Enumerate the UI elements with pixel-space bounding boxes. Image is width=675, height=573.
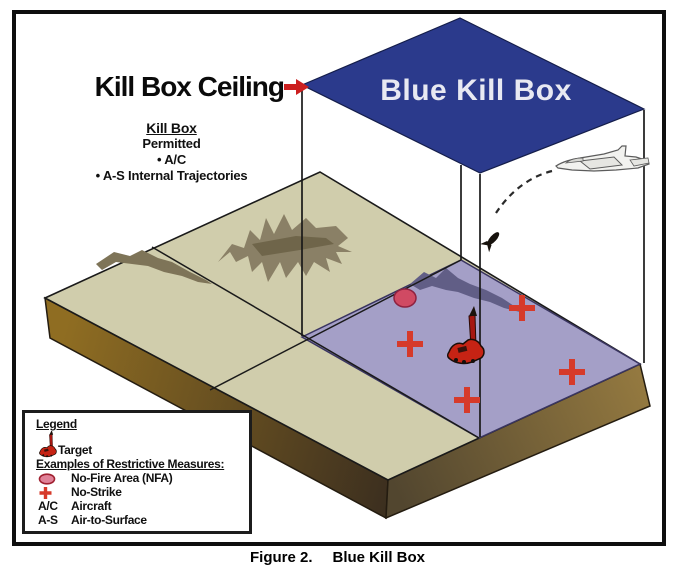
permitted-subheading: Permitted xyxy=(142,136,201,151)
figure-caption: Figure 2. Blue Kill Box xyxy=(0,549,675,566)
no-strike-marker xyxy=(397,331,423,357)
legend-section-heading: Examples of Restrictive Measures: xyxy=(36,457,225,471)
terrain-grid-line xyxy=(151,246,480,439)
legend: Legend Target Examples of Restrictive Me… xyxy=(22,410,252,534)
legend-row-aircraft: A/C Aircraft xyxy=(36,500,249,513)
legend-row-nfa: No-Fire Area (NFA) xyxy=(36,472,249,485)
figure-caption-title: Blue Kill Box xyxy=(332,549,426,566)
terrain-grid-line xyxy=(209,259,462,391)
legend-row-air-to-surface: A-S Air-to-Surface xyxy=(36,514,249,527)
legend-label-nfa: No-Fire Area (NFA) xyxy=(71,471,173,485)
no-strike-marker xyxy=(454,387,480,413)
bomb-icon xyxy=(480,232,500,253)
legend-label-aircraft: Aircraft xyxy=(71,499,112,513)
blue-kill-box-label: Blue Kill Box xyxy=(380,74,572,107)
no-strike-marker xyxy=(559,359,585,385)
legend-row-no-strike: No-Strike xyxy=(36,486,249,499)
figure-caption-label: Figure 2. xyxy=(249,549,313,566)
permitted-heading: Kill Box xyxy=(146,120,197,136)
no-strike-cross-icon xyxy=(38,486,71,500)
legend-target-row: Target xyxy=(36,431,249,458)
target-vehicle-icon xyxy=(446,306,485,365)
ceiling-arrow-icon xyxy=(284,79,309,95)
permitted-item: • A/C xyxy=(156,152,187,167)
terrain-crack-small xyxy=(96,250,212,284)
legend-label-no-strike: No-Strike xyxy=(71,485,122,499)
legend-abbr-aircraft: A/C xyxy=(38,499,58,513)
legend-abbr-air-to-surface: A-S xyxy=(38,513,58,527)
no-strike-marker xyxy=(509,295,535,321)
no-fire-area-marker xyxy=(393,288,417,308)
target-icon xyxy=(39,431,57,458)
legend-label-air-to-surface: Air-to-Surface xyxy=(71,513,147,527)
zone-crack xyxy=(410,268,520,312)
terrain-crack-large-core xyxy=(252,236,334,256)
nfa-ellipse-icon xyxy=(38,472,71,485)
permitted-item: • A-S Internal Trajectories xyxy=(95,168,248,183)
legend-title: Legend xyxy=(36,417,77,431)
weapon-trajectory-path xyxy=(495,169,553,214)
aircraft-icon xyxy=(555,145,650,172)
kill-box-ceiling-label: Kill Box Ceiling xyxy=(94,71,285,102)
kill-box-permitted-note: Kill Box Permitted • A/C • A-S Internal … xyxy=(50,120,293,184)
legend-target-label: Target xyxy=(58,443,92,457)
blue-kill-box-ceiling xyxy=(300,17,646,174)
